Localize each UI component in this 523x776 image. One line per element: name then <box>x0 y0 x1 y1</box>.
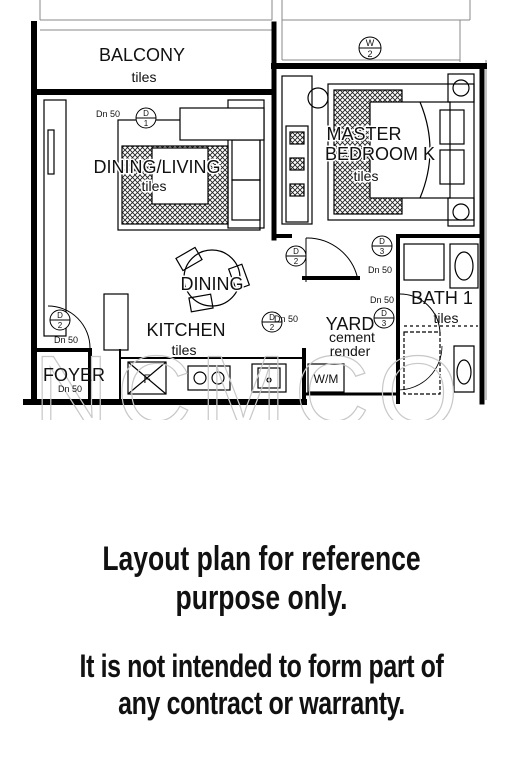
room-label-yard: YARD <box>326 314 375 334</box>
svg-text:2: 2 <box>294 257 299 266</box>
living-furniture <box>43 99 265 337</box>
balcony-outline <box>39 0 487 400</box>
svg-text:2: 2 <box>270 323 275 332</box>
drain-label: Dn 50 <box>58 384 82 394</box>
svg-text:2: 2 <box>58 321 63 330</box>
door-swings <box>47 237 443 391</box>
room-label-balcony: BALCONY <box>99 45 185 65</box>
room-label-master-line2: BEDROOM K <box>325 144 435 164</box>
kitchen-fixtures <box>103 293 345 395</box>
room-finish-kitchen: tiles <box>172 342 197 358</box>
svg-text:1: 1 <box>144 119 149 128</box>
dining-table <box>175 246 251 313</box>
bedroom-furniture <box>281 73 475 227</box>
drain-label: Dn 50 <box>54 335 78 345</box>
svg-text:D: D <box>57 311 63 320</box>
svg-text:D: D <box>293 247 299 256</box>
fridge-label: F <box>143 372 150 386</box>
walls <box>23 21 487 405</box>
room-label-dining: DINING <box>181 274 244 294</box>
door-tag: D 3 <box>371 235 393 257</box>
door-tag: D 2 <box>261 311 283 333</box>
drain-label: Dn 50 <box>370 295 394 305</box>
room-label-master-line1: MASTER <box>326 124 401 144</box>
room-label-kitchen: KITCHEN <box>146 320 225 340</box>
door-tag: D 1 <box>135 107 157 129</box>
floor-plan: NCMCO W 2 D 1 D 2 D 3 D 2 D 2 D <box>23 0 487 420</box>
room-label-dining-living: DINING/LIVING <box>93 157 220 177</box>
disclaimer-line-2: It is not intended to form part of any c… <box>79 648 444 721</box>
svg-text:D: D <box>381 309 387 318</box>
svg-text:D: D <box>143 109 149 118</box>
bathroom-fixtures <box>403 243 479 395</box>
svg-text:D: D <box>379 237 385 246</box>
svg-text:D: D <box>269 313 275 322</box>
washing-machine-label: W/M <box>314 372 339 386</box>
disclaimer-line-1: Layout plan for reference purpose only. <box>102 540 421 617</box>
door-tag: D 3 <box>373 307 395 329</box>
watermark: NCMCO <box>34 335 467 420</box>
svg-text:W: W <box>366 38 375 48</box>
drain-label: Dn 50 <box>274 314 298 324</box>
svg-text:3: 3 <box>382 319 387 328</box>
drain-label: Dn 50 <box>368 265 392 275</box>
room-finish-dining-living: tiles <box>142 178 167 194</box>
room-finish-master: tiles <box>354 168 379 184</box>
door-tag: D 2 <box>285 245 307 267</box>
drain-label: Dn 50 <box>96 109 120 119</box>
window-tag: W 2 <box>358 36 382 60</box>
svg-text:2: 2 <box>367 49 372 59</box>
room-finish-bath: tiles <box>434 310 459 326</box>
room-finish-yard-line2: render <box>330 343 371 359</box>
room-finish-yard-line1: cement <box>329 329 375 345</box>
door-tag: D 2 <box>49 309 71 331</box>
room-finish-balcony: tiles <box>132 69 157 85</box>
room-label-foyer: FOYER <box>43 365 105 385</box>
room-label-bath: BATH 1 <box>411 288 473 308</box>
svg-text:3: 3 <box>380 247 385 256</box>
